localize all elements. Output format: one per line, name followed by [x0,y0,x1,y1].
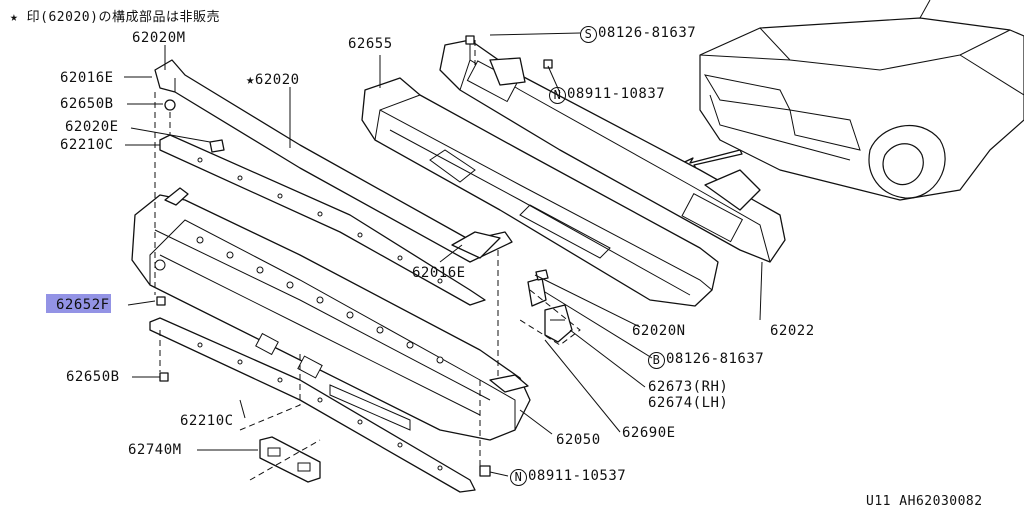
label-62650B-top[interactable]: 62650B [60,96,114,112]
bumper-62050 [131,187,531,441]
header-note: ★ 印(62020)の構成部品は非販売 [10,10,220,25]
label-62690E[interactable]: 62690E [622,425,676,441]
fastener-number: 08911-10837 [567,86,666,102]
fastener-number: 08126-81637 [598,25,697,41]
label-62050[interactable]: 62050 [556,432,601,448]
label-62655[interactable]: 62655 [348,36,393,52]
side-brackets [527,269,573,343]
label-62673[interactable]: 62673(RH) [648,379,729,395]
fastener-prefix: N [549,87,566,104]
reinforcement-62022 [439,39,786,263]
armature-62210C-bottom [149,317,476,493]
footer-code: U11 AH62030082 [866,494,983,509]
label-62210C-bottom[interactable]: 62210C [180,413,234,429]
armature-62210C-top [159,134,486,306]
retainer-62020 [154,59,513,263]
label-62016E-mid[interactable]: 62016E [412,265,466,281]
label-62210C-top[interactable]: 62210C [60,137,114,153]
label-62016E-top[interactable]: 62016E [60,70,114,86]
label-62652F[interactable]: 62652F [56,297,110,313]
fastener-prefix: B [648,352,665,369]
label-62674[interactable]: 62674(LH) [648,395,729,411]
highlight-62652F[interactable] [46,294,111,313]
label-62020M[interactable]: 62020M [132,30,186,46]
leader-lines [124,32,763,477]
fastener-number: 08911-10537 [528,468,627,484]
label-62020N[interactable]: 62020N [632,323,686,339]
label-62020E[interactable]: 62020E [65,119,119,135]
fastener-prefix: N [510,469,527,486]
vehicle-front-outline [699,0,1024,201]
bumper-62655 [361,77,719,307]
label-62740M[interactable]: 62740M [128,442,182,458]
small-fasteners [156,35,553,477]
bumper-hole-row [196,236,444,364]
fastener-number: 08126-81637 [666,351,765,367]
bracket-62740M [259,436,321,483]
label-62022[interactable]: 62022 [770,323,815,339]
label-62020[interactable]: ★62020 [246,72,300,88]
fastener-prefix: S [580,26,597,43]
alignment-lines [154,40,581,481]
label-62650B-bottom[interactable]: 62650B [66,369,120,385]
